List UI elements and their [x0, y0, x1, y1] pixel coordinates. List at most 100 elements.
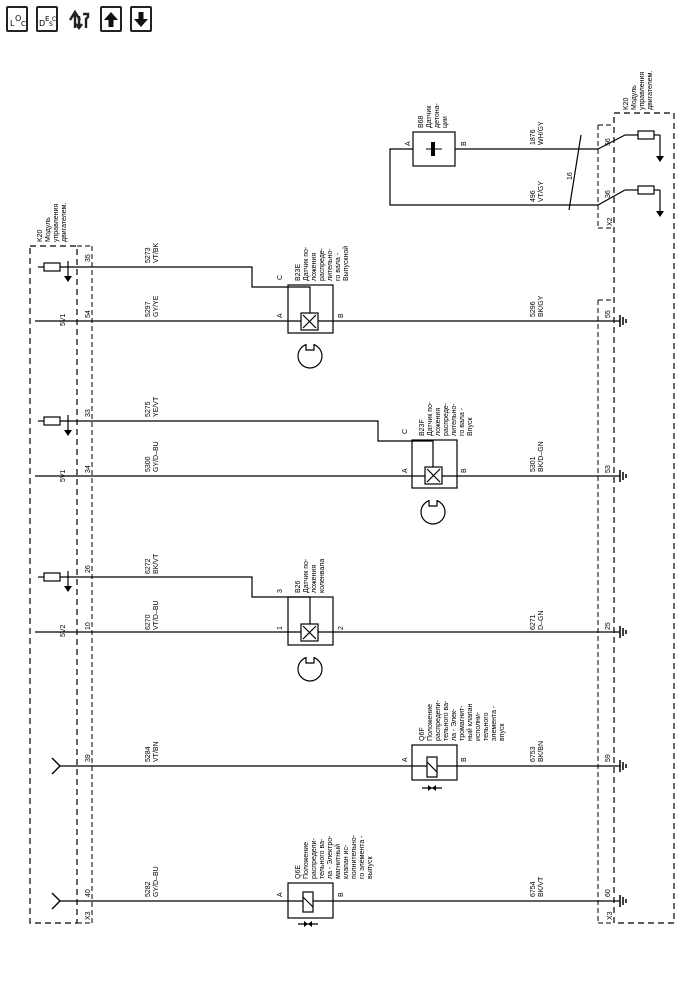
b23f-wire-a-color: GY/D–BU: [153, 441, 160, 472]
b26-pin-3: 3: [277, 589, 284, 593]
b68-wire-bot-num: 496: [530, 190, 537, 202]
svg-text:O: O: [15, 14, 21, 23]
b68-wire-bot-color: VT/GY: [538, 181, 545, 202]
b23f-wire-c-num: 5275: [145, 401, 152, 417]
q6e-line8: го элемента -: [359, 835, 366, 879]
left-module-ref: K20: [37, 229, 44, 242]
left-connector-x3: X3: [85, 911, 92, 920]
b23e-pin-55: 55: [605, 310, 612, 318]
b23e-pin-b: B: [338, 313, 345, 318]
b23f-line6: Впуск: [467, 417, 474, 436]
q6e-wire-b-color: BK/VT: [538, 876, 545, 897]
b26-pin-26: 26: [85, 565, 92, 573]
b68-wire-top-num: 1876: [530, 129, 537, 145]
b26-wire-1-num: 6270: [145, 614, 152, 630]
right-module-k20: K20 Модуль управления двигателем. X2 X3: [597, 71, 675, 924]
b26-wire-3-num: 6272: [145, 558, 152, 574]
q6f-line3: тельного ва-: [443, 700, 450, 741]
b23e-wire-a-color: GY/YE: [153, 295, 160, 317]
b26-wire-3-color: BK/VT: [153, 553, 160, 574]
b26-wire-2-num: 6271: [530, 614, 537, 630]
b26-wire-1-color: VT/D–BU: [153, 600, 160, 630]
q6f-ref: Q6F: [419, 727, 426, 741]
b26-wire-2-color: D–GN: [538, 611, 545, 630]
q6f-line8: тельного: [483, 712, 490, 741]
b68-twist-label: 16: [567, 172, 574, 180]
q6e-line4: ла - Электро-: [327, 835, 334, 879]
b23e-line3: распреде-: [319, 247, 326, 281]
q6e-line6: клапан ис-: [343, 844, 350, 879]
q6e-pin-40: 40: [85, 889, 92, 897]
b23e-line2: ложения: [311, 253, 318, 281]
b23f-line2: ложения: [435, 408, 442, 436]
b23e-line4: лительно-: [327, 248, 334, 281]
b23e-wire-a-num: 5297: [145, 301, 152, 317]
b23e-wire-b-color: BK/GY: [538, 295, 545, 317]
loc-button[interactable]: L O C: [6, 6, 28, 32]
q6e-wire-b-num: 6754: [530, 881, 537, 897]
up-button[interactable]: [100, 6, 122, 32]
b26-crankshaft-sensor: B26 Датчик по- ложения коленвала 3 1 2 6…: [35, 553, 627, 682]
q6e-line2: распредели-: [311, 838, 318, 879]
b26-pin-1: 1: [277, 626, 284, 630]
b68-ref: B68: [418, 115, 425, 128]
q6f-line9: элемента -: [491, 705, 498, 741]
b23f-camshaft-sensor-intake: B23F Датчик по- ложения распреде- литель…: [35, 396, 627, 525]
q6e-exhaust-solenoid: Q6E Положение распредели- тельного ва- л…: [51, 834, 627, 927]
right-connector-x3: X3: [607, 911, 614, 920]
svg-text:S: S: [49, 21, 53, 28]
q6f-pin-59: 59: [605, 754, 612, 762]
q6f-line7: исполни-: [475, 711, 482, 741]
b23f-wire-b-num: 5301: [530, 456, 537, 472]
b23e-pin-35: 35: [85, 254, 92, 262]
left-module-k20: K20 Модуль управления двигателем. X3: [29, 203, 93, 924]
q6e-line9: выпуск: [367, 856, 374, 879]
right-module-line1: Модуль: [631, 85, 638, 110]
svg-text:L: L: [10, 19, 15, 28]
q6f-line6: ный клапан: [466, 703, 474, 741]
b23f-volt: 5V1: [60, 469, 67, 482]
q6f-intake-solenoid: Q6F Положение распредели- тельного ва- л…: [51, 700, 627, 791]
b23e-ref: B23E: [295, 264, 302, 281]
b23f-wire-a-num: 5300: [145, 456, 152, 472]
b23e-camshaft-sensor-exhaust: B23E Датчик по- ложения распреде- литель…: [35, 242, 627, 369]
b26-pin-10: 10: [85, 622, 92, 630]
left-module-line1: Модуль: [45, 217, 52, 242]
b23e-pin-c: C: [277, 275, 284, 280]
svg-text:C: C: [21, 20, 26, 28]
q6f-line5: тромагнит-: [459, 705, 466, 741]
b23e-line1: Датчик по-: [303, 246, 310, 281]
q6f-wire-b-num: 6753: [530, 746, 537, 762]
b68-line1: Датчик: [426, 105, 433, 128]
b26-volt: 5V2: [60, 624, 67, 637]
arrow-down-icon: [134, 12, 148, 27]
b23e-line6: Выпускной: [342, 246, 350, 281]
q6f-pin-39: 39: [85, 754, 92, 762]
b23f-wire-b-color: BK/D–GN: [538, 441, 545, 472]
desc-button[interactable]: D E S C: [36, 6, 58, 32]
q6f-line2: распредели-: [435, 700, 442, 741]
b68-line3: ции: [442, 116, 449, 128]
b68-pin-36: 36: [605, 190, 612, 198]
left-module-line3: двигателем.: [61, 203, 68, 242]
svg-text:E: E: [45, 15, 49, 23]
down-button[interactable]: [130, 6, 152, 32]
right-module-line2: управления: [639, 72, 646, 110]
b23e-wire-b-num: 5296: [530, 301, 537, 317]
b23f-wire-c-color: YE/VT: [153, 396, 160, 417]
q6e-line7: полнительно-: [351, 834, 358, 879]
right-connector-x2: X2: [607, 217, 614, 226]
b23f-pin-a: A: [402, 468, 409, 473]
svg-text:D: D: [39, 19, 45, 28]
q6f-wire-a-num: 5284: [145, 746, 152, 762]
toolbar: L O C D E S C: [6, 6, 152, 38]
b26-ref: B26: [295, 580, 302, 593]
tools-button[interactable]: [66, 6, 92, 32]
b23f-pin-c: C: [402, 429, 409, 434]
b68-line2: детона-: [434, 102, 441, 128]
b23e-volt: 5V1: [60, 313, 67, 326]
q6e-wire-a-color: GY/D–BU: [153, 866, 160, 897]
b23f-line5: го вала -: [459, 407, 466, 436]
b23f-line1: Датчик по-: [427, 401, 434, 436]
